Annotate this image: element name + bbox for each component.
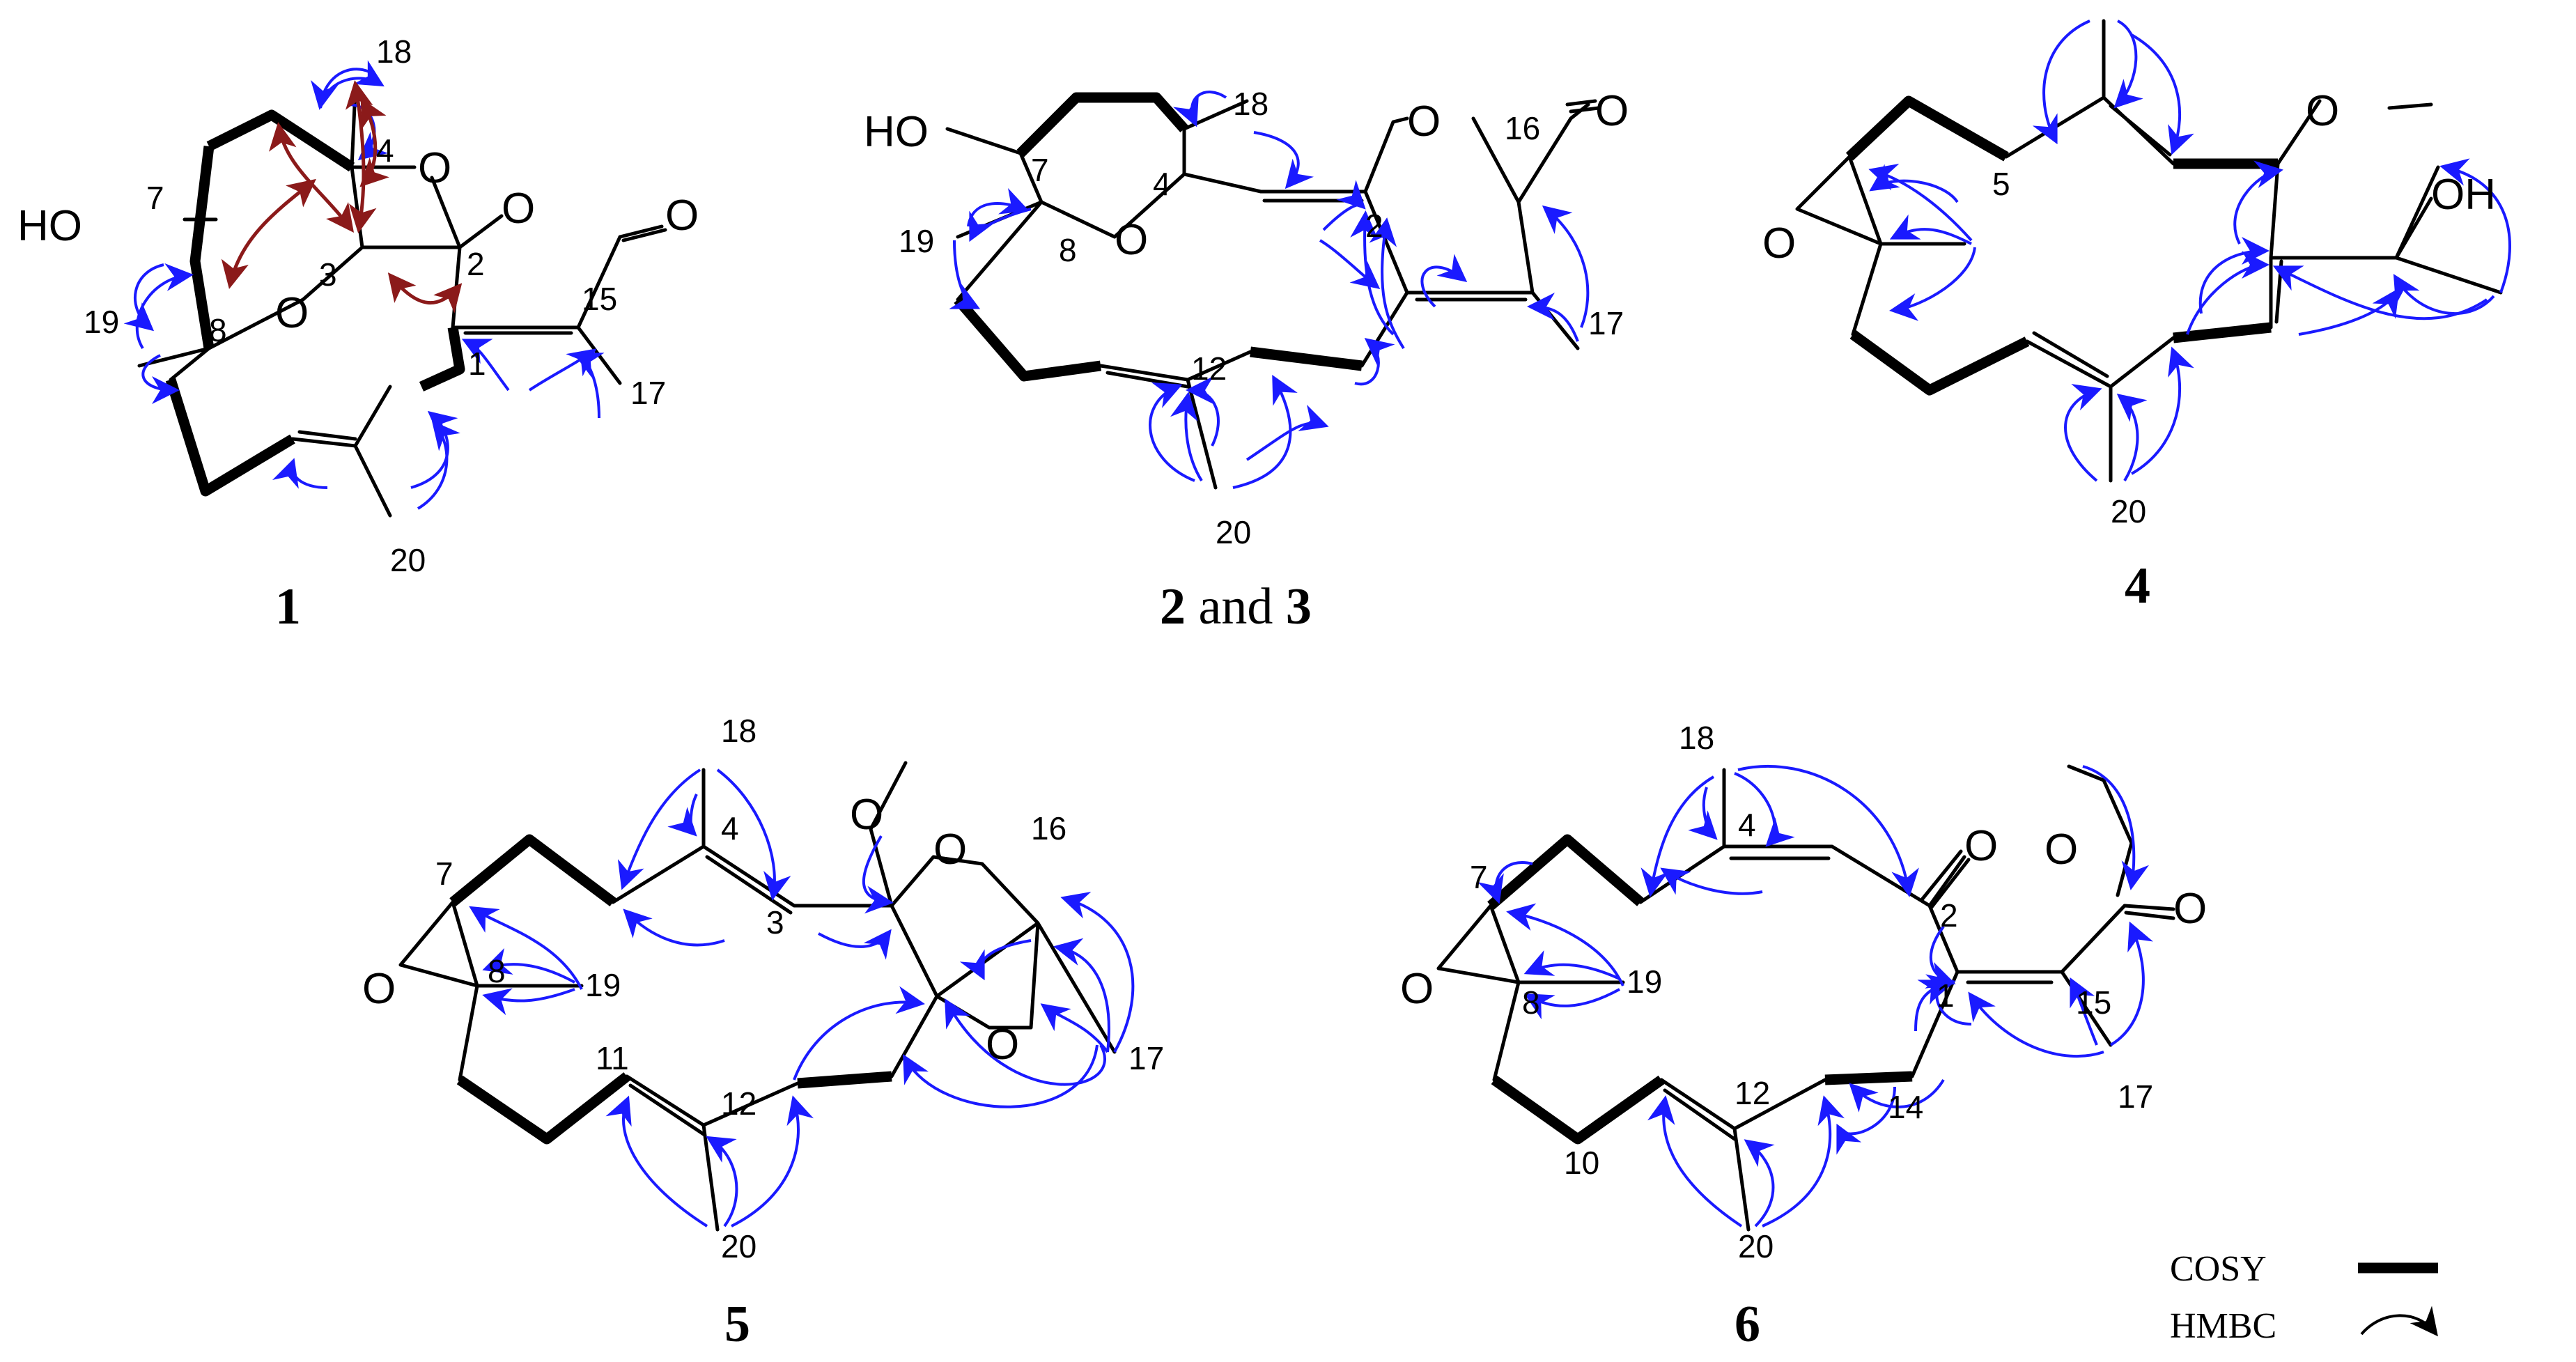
compound-6-caption: 6 [1735, 1296, 1760, 1353]
compound-6-label: 18 [1679, 720, 1714, 756]
compound-6-hmbc [1477, 765, 2153, 1228]
compound-4-label: 20 [2111, 493, 2146, 529]
compound-1: HO O O O O 18 4 7 2 3 8 15 19 1 17 20 1 [17, 33, 699, 635]
compound-2-3-label: 8 [1059, 232, 1077, 268]
compound-1-label: 20 [390, 542, 426, 578]
compound-5-label: 3 [766, 904, 784, 941]
compound-6-label: 12 [1735, 1075, 1770, 1111]
compound-5-label: 16 [1031, 810, 1066, 846]
compound-1-label: 7 [146, 180, 164, 216]
compound-4-hmbc [1868, 20, 2511, 482]
compound-4-atom-o: O [1762, 219, 1796, 268]
compound-2-3-caption: 2 and 3 [1160, 578, 1312, 635]
compound-6-atom-o: O [2044, 826, 2078, 874]
compound-2-3-label: 16 [1505, 110, 1540, 146]
compound-6: O O O O 18 4 7 2 1 15 8 19 12 14 17 10 2… [1400, 720, 2207, 1353]
caption-and: and [1186, 578, 1286, 635]
compound-5-label: 11 [596, 1040, 629, 1076]
compound-2-3-label: 12 [1191, 350, 1227, 387]
compound-5-atom-o: O [933, 826, 967, 874]
compound-4: O O OH 5 20 4 [1762, 19, 2511, 614]
compound-1-label: 2 [467, 246, 485, 282]
compound-5-label: 8 [488, 953, 506, 989]
compound-2-3-label: 17 [1588, 305, 1624, 341]
caption-3: 3 [1286, 578, 1312, 635]
compound-6-label: 4 [1738, 807, 1756, 843]
compound-1-atom-o: O [418, 144, 451, 192]
compound-1-label: 3 [319, 256, 337, 293]
compound-1-atom-o: O [275, 289, 309, 337]
compound-2-3-label: 4 [1153, 166, 1171, 202]
compound-1-label: 8 [209, 312, 227, 348]
compound-5-caption: 5 [724, 1296, 750, 1353]
compound-5-label: 20 [721, 1228, 756, 1264]
compound-1-atom-ho: HO [17, 202, 82, 250]
compound-1-caption: 1 [275, 578, 301, 635]
legend-hmbc-label: HMBC [2170, 1306, 2276, 1346]
compound-5-hmbc [469, 768, 1135, 1228]
compound-2-3-atom-o: O [1407, 98, 1441, 146]
compound-5-bonds [398, 761, 1117, 1232]
compound-4-atom-oh: OH [2431, 171, 2496, 219]
compound-5-atom-o: O [850, 791, 883, 839]
compound-1-label: 19 [84, 304, 119, 340]
compound-5: O O O O 18 4 16 7 3 8 19 11 12 17 20 5 [362, 713, 1164, 1353]
compound-6-label: 19 [1627, 964, 1662, 1000]
compound-6-label: 8 [1522, 984, 1540, 1021]
compound-2-3-label: 2 [1365, 208, 1383, 244]
compound-2-3-label: 7 [1031, 152, 1049, 188]
compound-1-label: 18 [376, 33, 412, 70]
legend: COSY HMBC [2170, 1249, 2438, 1346]
compound-6-label: 1 [1937, 977, 1955, 1014]
compound-4-atom-o: O [2306, 87, 2339, 135]
compound-2-3-hmbc [949, 91, 1590, 489]
compound-1-key-hmbc [221, 80, 463, 314]
compound-6-atom-o: O [1400, 965, 1434, 1013]
caption-2: 2 [1160, 578, 1186, 635]
compound-6-label: 2 [1940, 897, 1958, 934]
compound-6-label: 20 [1738, 1228, 1774, 1264]
compound-5-label: 19 [585, 967, 621, 1003]
compound-5-label: 12 [721, 1085, 756, 1122]
compound-4-label: 5 [1992, 166, 2010, 202]
compound-2-3-atom-o: O [1115, 216, 1148, 264]
legend-cosy-label: COSY [2170, 1249, 2267, 1289]
compound-6-label: 10 [1564, 1145, 1599, 1181]
compound-1-label: 1 [468, 346, 486, 382]
compound-1-atom-o: O [502, 185, 535, 233]
compound-5-label: 7 [435, 856, 453, 892]
compound-5-atom-o: O [362, 965, 396, 1013]
compound-5-label: 4 [721, 810, 739, 846]
compound-1-label: 4 [376, 132, 394, 169]
compound-5-label: 18 [721, 713, 756, 749]
compound-1-label: 15 [582, 281, 617, 317]
compound-6-label: 7 [1470, 859, 1488, 895]
compound-6-atom-o: O [2173, 885, 2207, 933]
compound-4-caption: 4 [2125, 557, 2150, 614]
compound-4-bonds [1795, 19, 2503, 483]
compound-2-3-atom-o: O [1595, 87, 1629, 135]
compound-2-3-label: 20 [1216, 514, 1251, 550]
compound-5-label: 17 [1128, 1040, 1164, 1076]
compound-1-label: 17 [630, 375, 666, 411]
compound-2-3-label: 19 [899, 223, 934, 259]
compound-2-3-atom-ho: HO [864, 108, 929, 156]
compound-2-3-label: 18 [1233, 86, 1268, 122]
compound-6-atom-o: O [1964, 822, 1998, 870]
compound-2-3-bonds [945, 92, 1601, 490]
compound-1-atom-o: O [665, 192, 699, 240]
compound-6-label: 17 [2118, 1078, 2153, 1115]
compound-6-label: 14 [1888, 1089, 1923, 1125]
compound-6-label: 15 [2076, 984, 2111, 1021]
legend-hmbc-arrow-icon [2360, 1306, 2438, 1337]
compound-2-3: HO O O O 18 16 7 4 2 19 8 12 17 20 2 and… [864, 86, 1629, 635]
compound-6-bonds [1436, 764, 2175, 1232]
compound-5-atom-o: O [986, 1021, 1019, 1069]
